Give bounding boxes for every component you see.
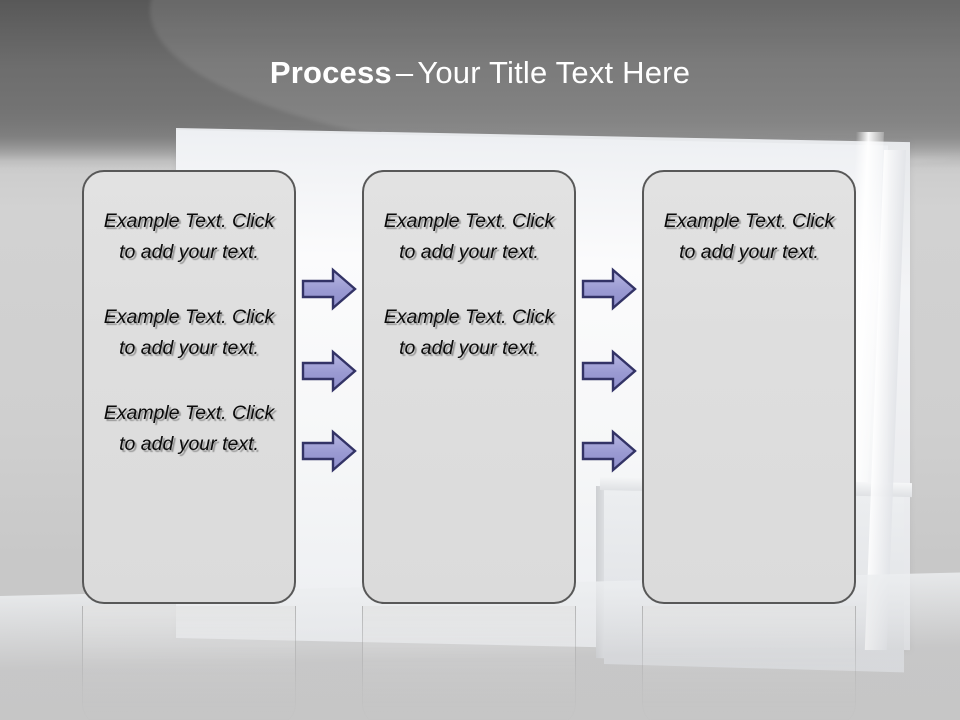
right-arrow-icon[interactable]	[581, 267, 637, 311]
box-reflection-1	[82, 606, 296, 720]
text-block[interactable]: Example Text. Click to add your text.	[383, 210, 555, 263]
process-box-3[interactable]: Example Text. Click to add your text.	[642, 170, 856, 604]
box-reflection-2	[362, 606, 576, 720]
slide-title: Process–Your Title Text Here	[0, 53, 960, 93]
slide-title-bold: Process	[269, 55, 392, 90]
box-reflection-3	[642, 606, 856, 720]
slide-title-dash: –	[395, 55, 414, 90]
right-arrow-icon[interactable]	[301, 267, 357, 311]
slide-title-rest: Your Title Text Here	[417, 55, 691, 90]
process-box-3-content: Example Text. Click to add your text.	[654, 206, 844, 268]
text-block[interactable]: Example Text. Click to add your text.	[663, 210, 835, 263]
right-arrow-icon[interactable]	[301, 429, 357, 473]
text-block[interactable]: Example Text. Click to add your text.	[103, 306, 275, 359]
process-box-1-content: Example Text. Click to add your text. Ex…	[94, 206, 284, 460]
right-arrow-icon[interactable]	[581, 349, 637, 393]
right-arrow-icon[interactable]	[581, 429, 637, 473]
text-block[interactable]: Example Text. Click to add your text.	[383, 306, 555, 359]
process-box-2[interactable]: Example Text. Click to add your text. Ex…	[362, 170, 576, 604]
process-box-2-content: Example Text. Click to add your text. Ex…	[374, 206, 564, 364]
text-block[interactable]: Example Text. Click to add your text.	[103, 402, 275, 455]
process-box-1[interactable]: Example Text. Click to add your text. Ex…	[82, 170, 296, 604]
right-arrow-icon[interactable]	[301, 349, 357, 393]
text-block[interactable]: Example Text. Click to add your text.	[103, 210, 275, 263]
